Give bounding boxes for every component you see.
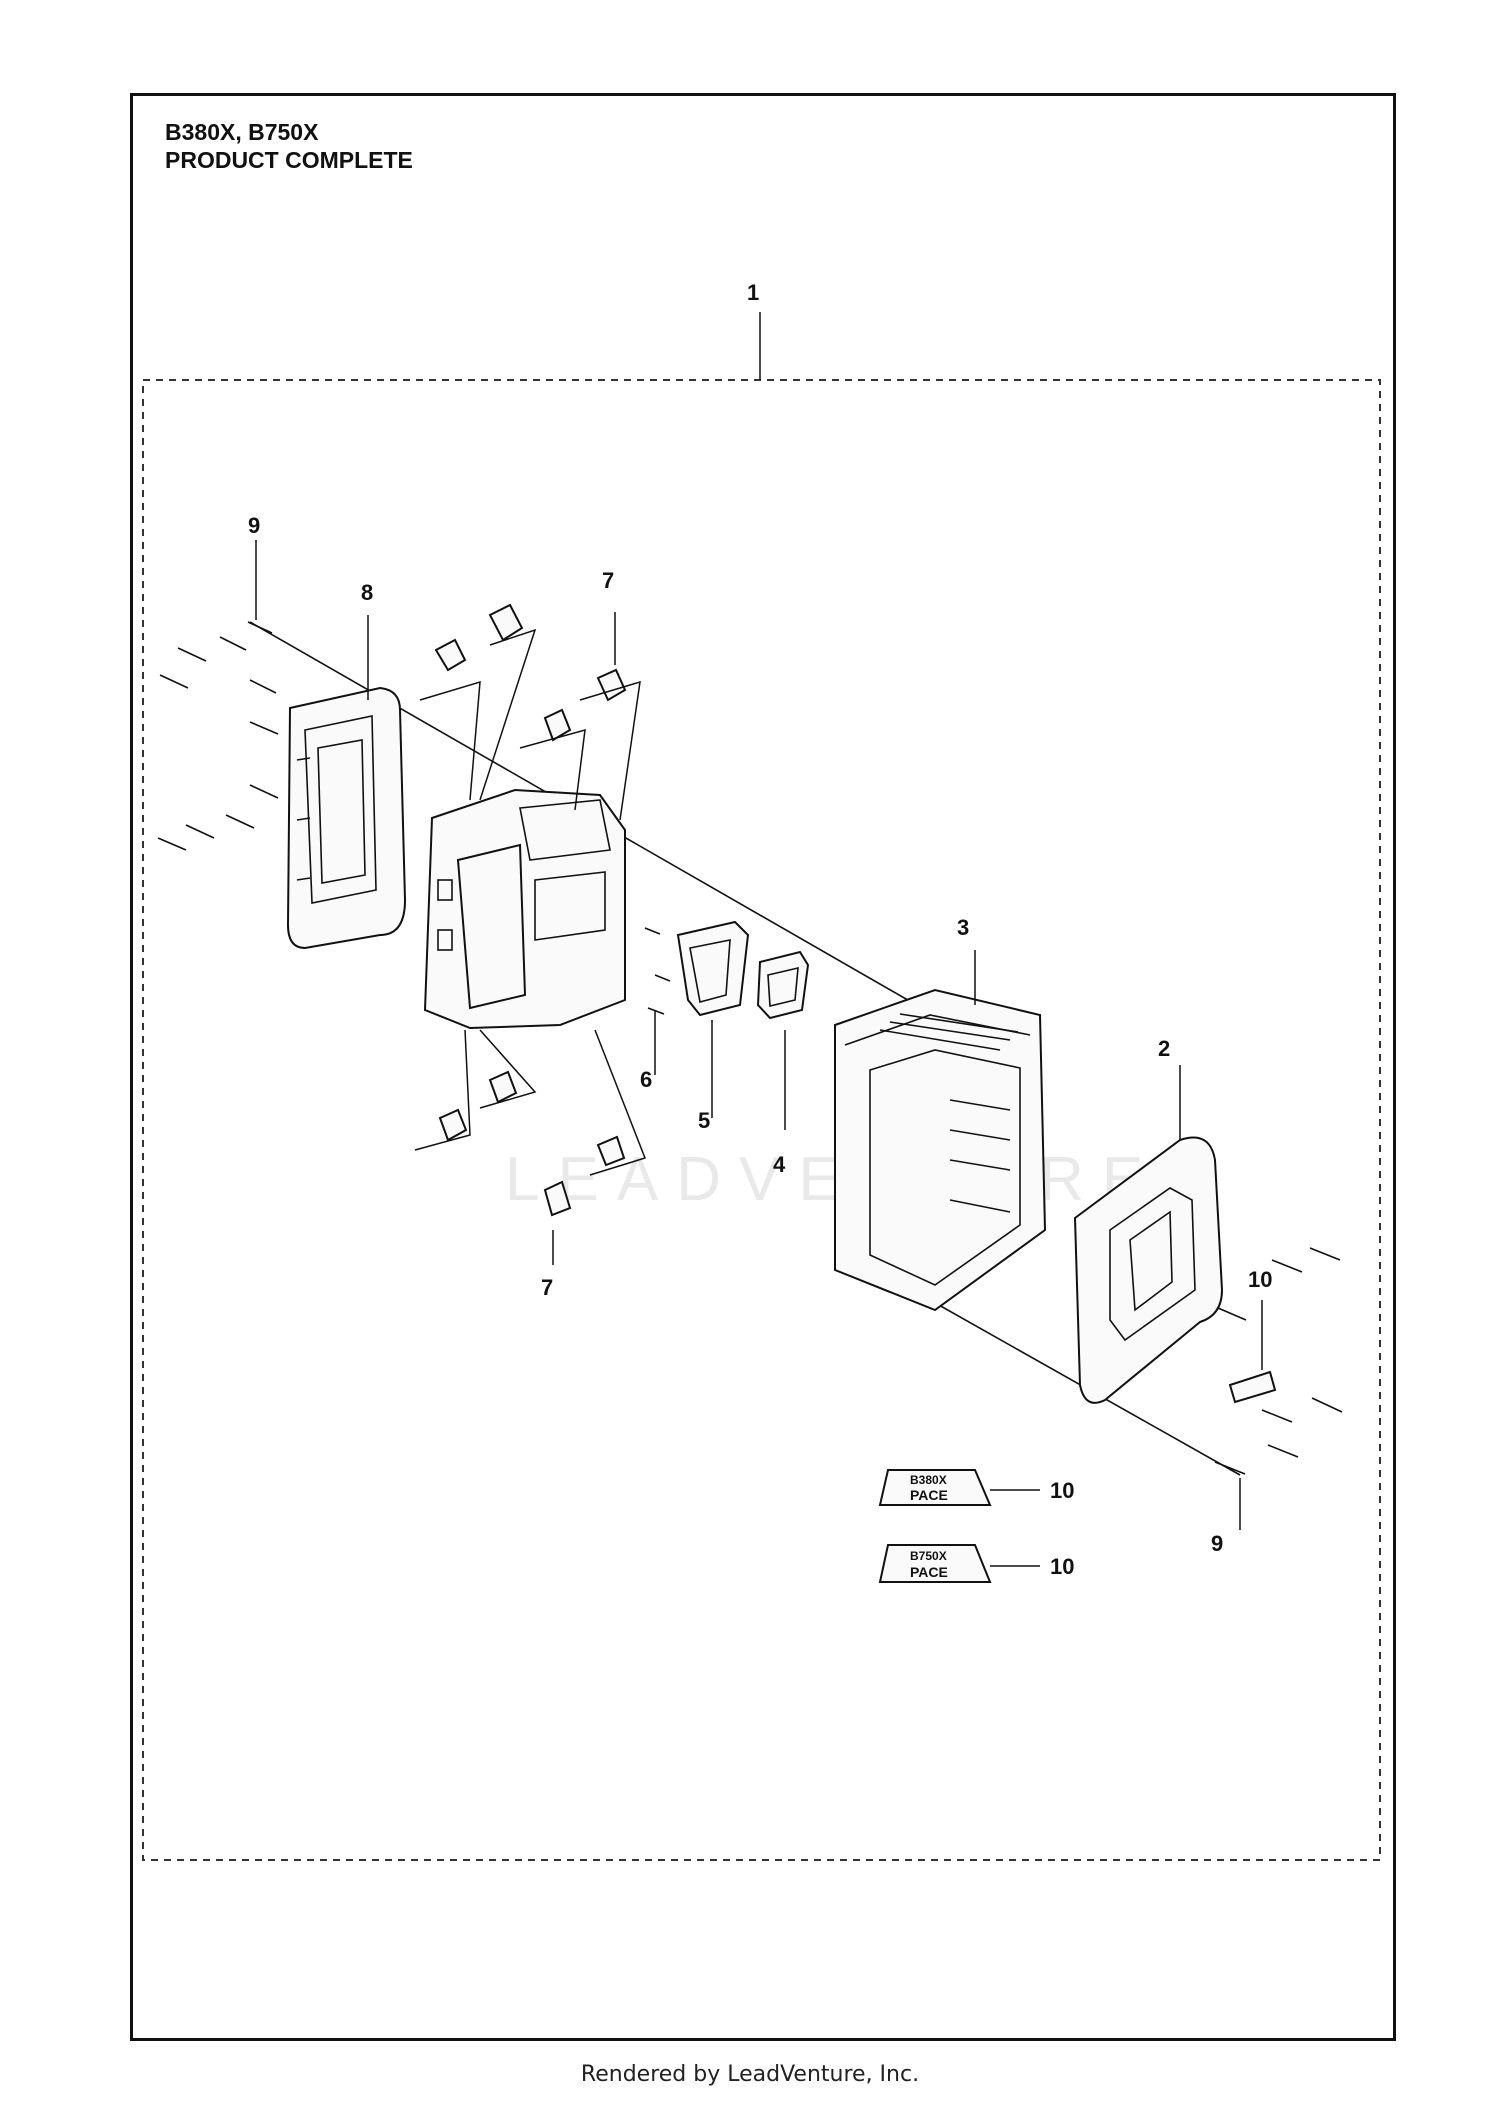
part-10-side-badge bbox=[1228, 1300, 1277, 1404]
callout-9-top: 9 bbox=[248, 513, 260, 538]
part-5-bracket bbox=[676, 920, 750, 1118]
badge-a-model: B380X bbox=[910, 1473, 947, 1487]
callout-4: 4 bbox=[773, 1152, 786, 1177]
callout-8: 8 bbox=[361, 580, 373, 605]
assembly-title: PRODUCT COMPLETE bbox=[165, 147, 413, 173]
badge-b750x: B750X PACE bbox=[878, 1544, 1040, 1583]
callout-1: 1 bbox=[747, 280, 759, 305]
part-3-cage-cover bbox=[834, 950, 1047, 1312]
part-9-screws-right bbox=[1214, 1247, 1343, 1530]
damper-leaders bbox=[414, 612, 646, 1265]
badge-a-brand: PACE bbox=[910, 1487, 948, 1503]
callout-10-side: 10 bbox=[1248, 1267, 1272, 1292]
badge-b-model: B750X bbox=[910, 1549, 947, 1563]
callout-7-top: 7 bbox=[602, 568, 614, 593]
callout-10-badge-a: 10 bbox=[1050, 1478, 1074, 1503]
badge-b380x: B380X PACE bbox=[878, 1469, 1040, 1506]
badge-b-brand: PACE bbox=[910, 1564, 948, 1580]
render-credit: Rendered by LeadVenture, Inc. bbox=[580, 2062, 920, 2087]
part-2-front-cover bbox=[1073, 1065, 1224, 1404]
callout-9-bottom: 9 bbox=[1211, 1531, 1223, 1556]
callout-2: 2 bbox=[1158, 1036, 1170, 1061]
part-9-screws-left bbox=[157, 621, 279, 851]
model-title: B380X, B750X bbox=[165, 119, 319, 145]
assembly-boundary bbox=[142, 379, 1381, 1861]
callout-10-badge-b: 10 bbox=[1050, 1554, 1074, 1579]
part-8-rear-frame bbox=[286, 686, 407, 950]
part-7-dampers bbox=[434, 603, 627, 1217]
diagram-frame bbox=[130, 93, 1396, 2041]
callout-7-bottom: 7 bbox=[541, 1275, 553, 1300]
part-motor-housing bbox=[423, 788, 626, 1030]
callout-5: 5 bbox=[698, 1108, 710, 1133]
callout-6: 6 bbox=[640, 1067, 652, 1092]
diagram-title: B380X, B750X PRODUCT COMPLETE bbox=[165, 118, 413, 174]
callout-3: 3 bbox=[957, 915, 969, 940]
part-6-screws bbox=[644, 927, 671, 1075]
part-4-connector bbox=[756, 950, 810, 1130]
